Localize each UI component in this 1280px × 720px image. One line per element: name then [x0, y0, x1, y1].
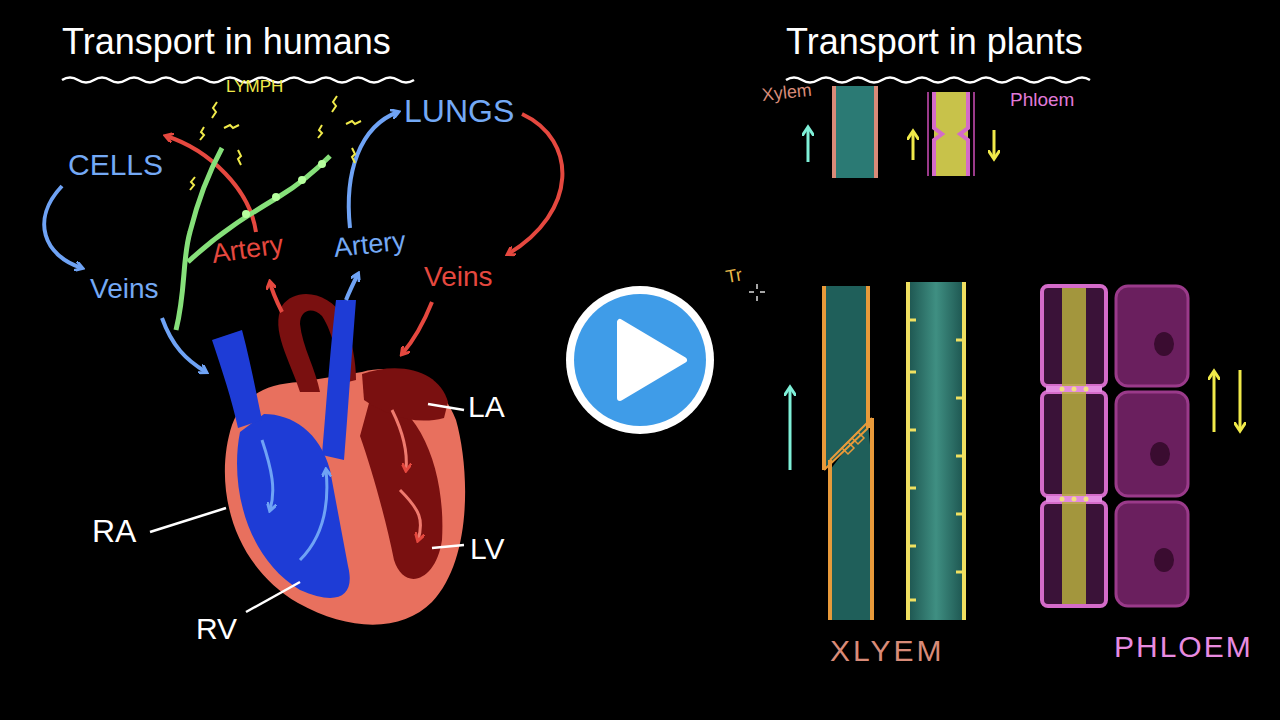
tissue-label: PHLOEM — [1114, 630, 1253, 663]
chamber-label: RA — [92, 514, 136, 549]
organ-label: CELLS — [68, 148, 163, 181]
chamber-label: LV — [470, 532, 504, 565]
fluid-label: LYMPH — [226, 78, 283, 97]
vessel-label: Artery — [332, 227, 407, 264]
organ-label: LUNGS — [404, 94, 514, 129]
vessel-label: Veins — [90, 274, 159, 305]
tissue-label: Phloem — [1010, 90, 1074, 111]
section-title: Transport in plants — [786, 22, 1083, 62]
chamber-label: LA — [468, 390, 505, 423]
section-title: Transport in humans — [62, 22, 391, 62]
chamber-label: RV — [196, 612, 237, 645]
vessel-label: Veins — [424, 262, 493, 293]
tissue-label: XLYEM — [830, 634, 944, 667]
tissue-label: Xylem — [761, 81, 813, 106]
partial-text: Tr — [724, 265, 744, 287]
